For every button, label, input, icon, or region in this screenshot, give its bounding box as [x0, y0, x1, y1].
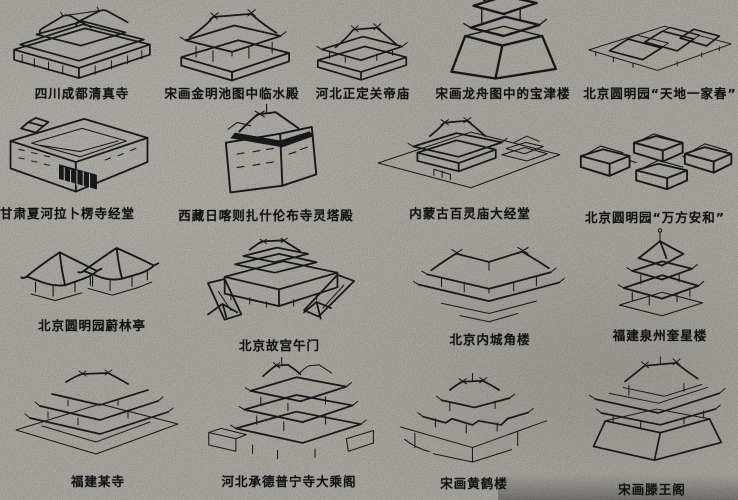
yellow-crane-tower-sketch [399, 372, 548, 463]
building-caption: 福建某寺 [70, 474, 125, 489]
kuixing-tower-sketch [617, 228, 705, 317]
building-tengwang-pavilion: 宋画滕王阁 [566, 350, 738, 498]
building-bailingmiao-hall: 内蒙古百灵庙大经堂 [372, 100, 568, 222]
building-caption: 河北承德普宁寺大乘阁 [221, 474, 357, 489]
chengdu-mosque-sketch [13, 6, 151, 79]
building-kuixing-tower: 福建泉州奎星楼 [586, 228, 734, 344]
building-caption: 福建泉州奎星楼 [612, 328, 708, 343]
building-caption: 内蒙古百灵庙大经堂 [409, 206, 531, 221]
building-fujian-temple: 福建某寺 [8, 358, 188, 490]
building-tiandi-yijiachun: 北京圆明园“天地一家春” [583, 4, 737, 102]
building-caption: 北京圆明园“天地一家春” [583, 86, 737, 101]
building-chengdu-mosque: 四川成都清真寺 [6, 2, 158, 102]
building-corner-tower: 北京内城角楼 [392, 238, 588, 348]
fujian-temple-sketch [15, 369, 179, 455]
guandi-temple-sketch [316, 23, 408, 81]
building-caption: 宋画滕王阁 [618, 482, 686, 497]
baojin-tower-sketch [450, 0, 558, 80]
building-wumen-gate: 北京故宫午门 [162, 237, 397, 354]
building-weilin-pavilion: 北京圆明园蔚林亭 [18, 246, 166, 334]
building-guandi-temple: 河北正定关帝庙 [304, 14, 422, 102]
wumen-gate-sketch [207, 237, 356, 321]
wanfang-anhe-sketch [579, 133, 733, 191]
building-caption: 北京内城角楼 [449, 332, 531, 347]
building-yellow-crane-tower: 宋画黄鹤楼 [384, 356, 564, 492]
building-labrang-hall: 甘肃夏河拉卜楞寺经堂 [0, 106, 158, 222]
building-caption: 甘肃夏河拉卜楞寺经堂 [0, 206, 136, 221]
building-baojin-tower: 宋画龙舟图中的宝津楼 [424, 0, 582, 102]
building-caption: 西藏日喀则扎什伦布寺灵塔殿 [178, 208, 354, 223]
weilin-pavilion-sketch [20, 247, 160, 302]
building-linshui-hall: 宋画金明池图中临水殿 [158, 4, 306, 102]
building-wanfang-anhe: 北京圆明园“万方安和” [572, 108, 738, 226]
building-caption: 北京圆明园蔚林亭 [37, 318, 146, 333]
bailingmiao-hall-sketch [377, 116, 561, 189]
building-tashilhunpo-hall: 西藏日喀则扎什伦布寺灵塔殿 [160, 104, 372, 224]
dacheng-pavilion-sketch [208, 357, 374, 460]
tashilhunpo-hall-sketch [224, 104, 318, 194]
labrang-hall-sketch [9, 116, 149, 193]
tiandi-yijiachun-sketch [588, 25, 732, 71]
building-dacheng-pavilion: 河北承德普宁寺大乘阁 [190, 352, 388, 490]
linshui-hall-sketch [179, 8, 290, 81]
building-caption: 四川成都清真寺 [34, 86, 130, 101]
corner-tower-sketch [413, 247, 565, 323]
building-caption: 宋画黄鹤楼 [440, 476, 508, 491]
tengwang-pavilion-sketch [589, 356, 726, 462]
